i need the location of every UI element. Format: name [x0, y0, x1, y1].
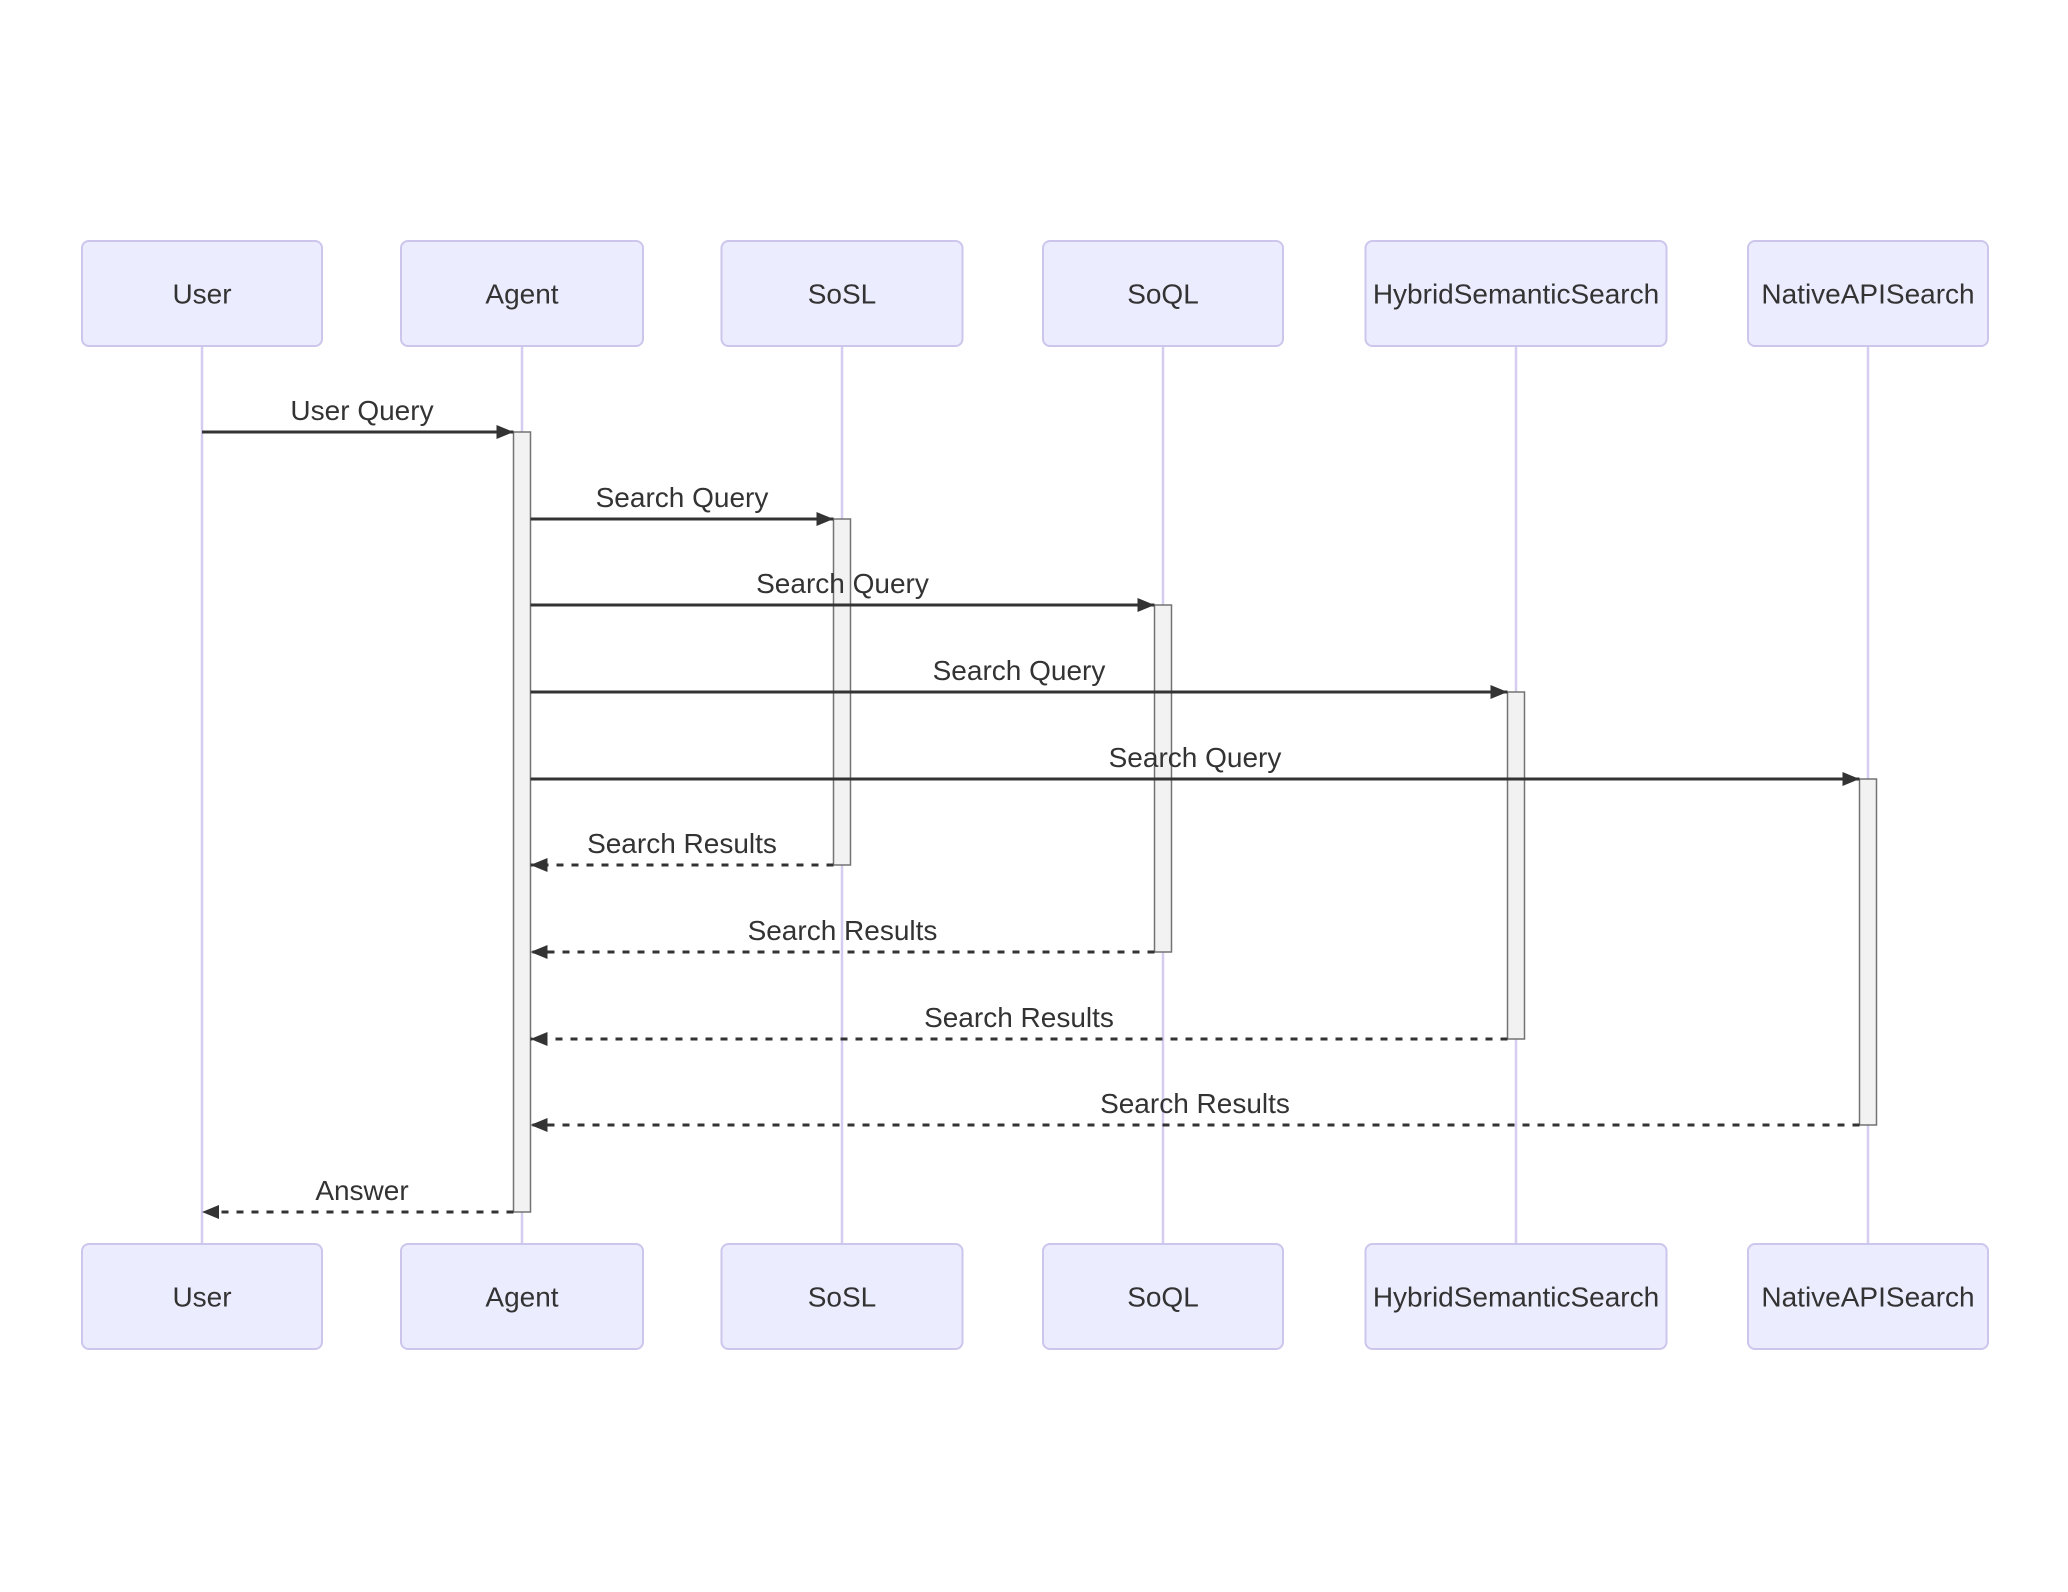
actor-top-box-agent [400, 240, 644, 347]
activation-native [1858, 778, 1878, 1126]
actor-bottom-label-user: User [172, 1282, 231, 1313]
actor-top-box-soql [1042, 240, 1284, 347]
actor-top-box-user [81, 240, 323, 347]
actor-bottom-label-hybrid: HybridSemanticSearch [1373, 1282, 1659, 1313]
actor-bottom-label-soql: SoQL [1127, 1282, 1199, 1313]
message-label-agent-to-user: Answer [315, 1175, 408, 1206]
message-label-sosl-to-agent: Search Results [587, 828, 777, 859]
message-label-soql-to-agent: Search Results [748, 915, 938, 946]
actor-bottom-label-agent: Agent [485, 1282, 558, 1313]
activation-hybrid [1506, 691, 1526, 1040]
actor-bottom-box-sosl [720, 1243, 964, 1350]
actor-bottom-label-sosl: SoSL [808, 1282, 877, 1313]
actor-top-label-user: User [172, 279, 231, 310]
activation-agent [512, 431, 532, 1213]
actor-bottom-label-native: NativeAPISearch [1761, 1282, 1974, 1313]
actor-bottom-box-soql [1042, 1243, 1284, 1350]
actor-bottom-box-user [81, 1243, 323, 1350]
message-label-native-to-agent: Search Results [1100, 1088, 1290, 1119]
actor-bottom-box-agent [400, 1243, 644, 1350]
actor-bottom-box-hybrid [1364, 1243, 1668, 1350]
message-label-user-to-agent: User Query [290, 395, 433, 426]
message-label-agent-to-sosl: Search Query [596, 482, 769, 513]
actor-top-box-native [1747, 240, 1989, 347]
actor-top-label-agent: Agent [485, 279, 558, 310]
actor-top-label-sosl: SoSL [808, 279, 877, 310]
message-label-agent-to-soql: Search Query [756, 568, 929, 599]
message-label-agent-to-native: Search Query [1109, 742, 1282, 773]
actor-bottom-box-native [1747, 1243, 1989, 1350]
actor-top-label-native: NativeAPISearch [1761, 279, 1974, 310]
actor-top-label-soql: SoQL [1127, 279, 1199, 310]
actor-top-box-hybrid [1364, 240, 1668, 347]
actor-top-box-sosl [720, 240, 964, 347]
message-label-agent-to-hybrid: Search Query [933, 655, 1106, 686]
actor-top-label-hybrid: HybridSemanticSearch [1373, 279, 1659, 310]
message-label-hybrid-to-agent: Search Results [924, 1002, 1114, 1033]
